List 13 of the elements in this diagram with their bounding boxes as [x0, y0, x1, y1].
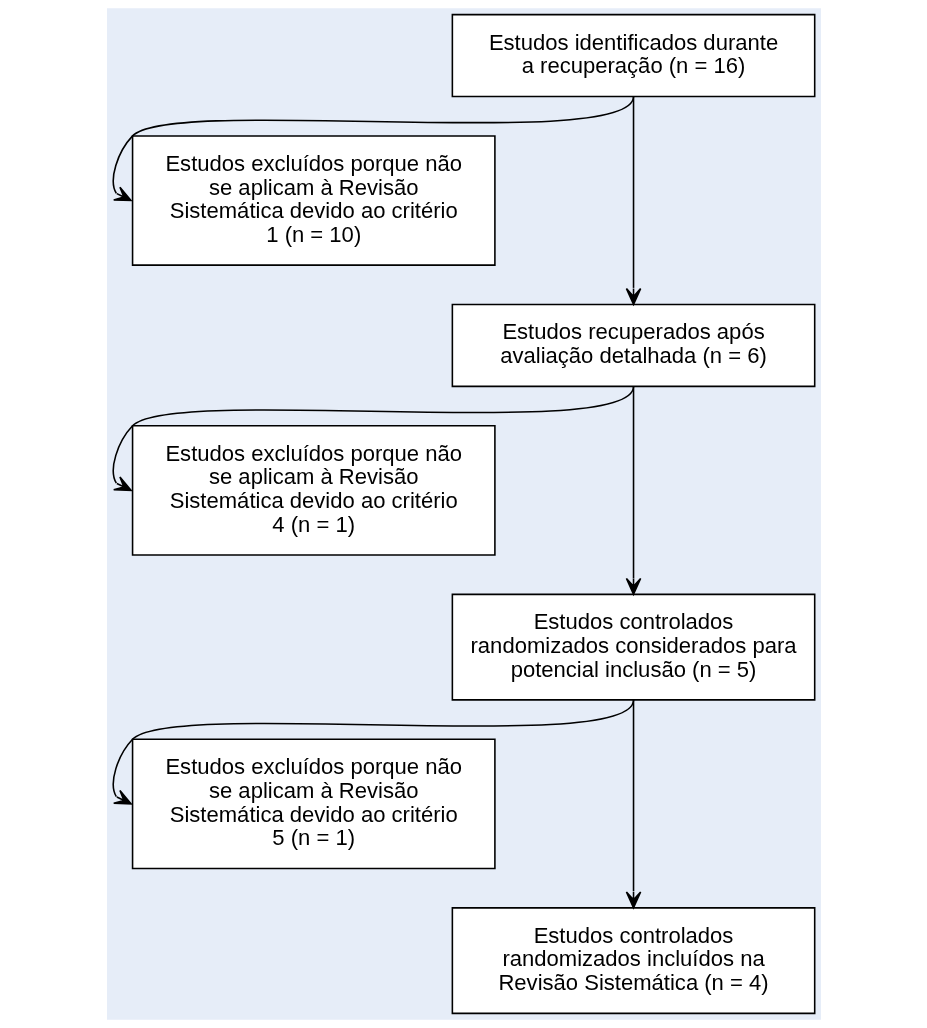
arrow	[625, 96, 641, 306]
arrow	[112, 95, 634, 202]
node-box: Estudos recuperados após avaliação detalhada (n = 6)	[451, 303, 815, 388]
node-box: Estudos controlados randomizados incluídos na Revisão Sistemática (n = 4)	[451, 907, 815, 1015]
node-box: Estudos excluídos porque não se aplicam à Revisão Sistemática devido ao critério 1 (n = 10)	[131, 135, 496, 266]
node-box: Estudos controlados randomizados considerados para potencial inclusão (n = 5)	[451, 593, 815, 701]
node-box: Estudos excluídos porque não se aplicam à Revisão Sistemática devido ao critério 4 (n = 1)	[131, 425, 496, 556]
node-box: Estudos excluídos porque não se aplicam à Revisão Sistemática devido ao critério 5 (n = 1)	[131, 738, 496, 870]
arrow	[625, 699, 641, 909]
arrow	[112, 385, 634, 492]
arrow	[112, 699, 634, 805]
arrow	[625, 385, 641, 595]
node-box: Estudos identificados durante a recuperação (n = 16)	[451, 13, 815, 98]
